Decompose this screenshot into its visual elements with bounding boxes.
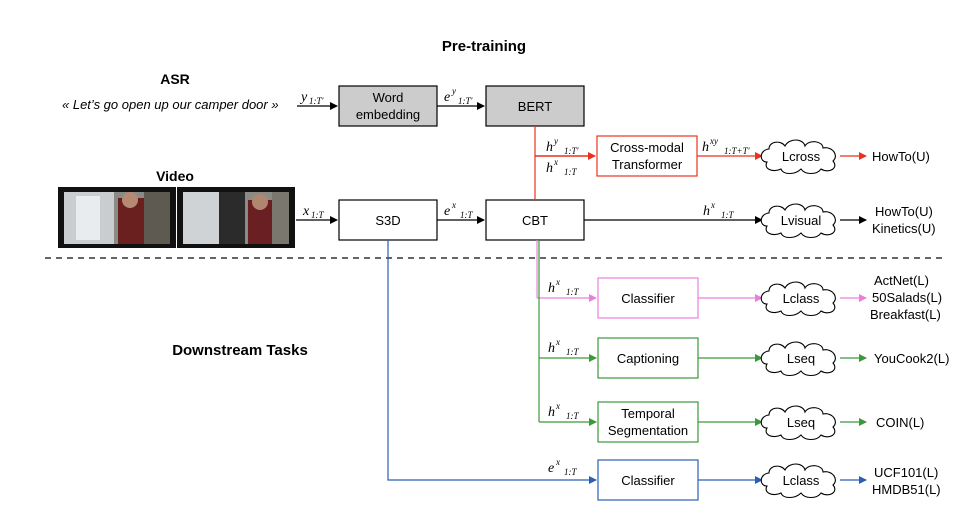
bert-box: BERT — [485, 85, 585, 127]
symbol-ey-base: e — [444, 90, 450, 105]
symbol-x: x 1:T — [302, 204, 324, 220]
symbol-hx-red-base: h — [546, 161, 553, 176]
word-embedding-label-1: Word — [373, 90, 404, 105]
symbol-hx-visual-base: h — [703, 204, 710, 219]
symbol-ex-blue-sub: 1:T — [564, 467, 577, 477]
classifier-pink-label: Classifier — [621, 291, 675, 306]
word-embedding-box: Word embedding — [338, 85, 438, 127]
temporal-segmentation-box: Temporal Segmentation — [597, 401, 699, 443]
symbol-hx-visual-sub: 1:T — [721, 210, 734, 220]
symbol-ex-blue-sup: x — [555, 457, 560, 467]
symbol-hxy-base: h — [702, 140, 709, 155]
symbol-hxy: h xy 1:T+T′ — [702, 136, 751, 156]
temporal-seg-label-2: Segmentation — [608, 423, 688, 438]
classifier-blue-box: Classifier — [597, 459, 699, 501]
word-embedding-label-2: embedding — [356, 107, 420, 122]
loss-class-pink-label: Lclass — [783, 291, 820, 306]
symbol-y-base: y — [299, 90, 308, 105]
loss-cloud-class-blue: Lclass — [760, 463, 836, 499]
blue-connector — [387, 240, 597, 484]
cross-modal-label-1: Cross-modal — [610, 140, 684, 155]
output-blue-2: HMDB51(L) — [872, 482, 941, 497]
symbol-y-asr: y 1:T′ — [299, 90, 325, 106]
loss-cloud-visual: Lvisual — [760, 203, 836, 239]
symbol-hy: h y 1:T′ — [546, 136, 580, 156]
video-frames — [58, 187, 295, 248]
symbol-hx-pink-sup: x — [555, 277, 560, 287]
output-pink-1: ActNet(L) — [874, 273, 929, 288]
cross-modal-label-2: Transformer — [612, 157, 683, 172]
loss-class-blue-label: Lclass — [783, 473, 820, 488]
symbol-ey-sub: 1:T′ — [458, 96, 474, 106]
captioning-label: Captioning — [617, 351, 679, 366]
output-visual-1: HowTo(U) — [875, 204, 933, 219]
output-captioning-1: YouCook2(L) — [874, 351, 949, 366]
symbol-hxy-sup: xy — [709, 136, 718, 146]
symbol-hy-base: h — [546, 140, 553, 155]
symbol-ey-sup: y — [451, 86, 456, 96]
s3d-label: S3D — [375, 213, 400, 228]
output-cross-1: HowTo(U) — [872, 149, 930, 164]
classifier-blue-label: Classifier — [621, 473, 675, 488]
symbol-hx-visual-sup: x — [710, 200, 715, 210]
symbol-hy-sub: 1:T′ — [564, 146, 580, 156]
cbt-label: CBT — [522, 213, 548, 228]
output-pink-3: Breakfast(L) — [870, 307, 941, 322]
symbol-x-sub: 1:T — [311, 210, 324, 220]
bert-label: BERT — [518, 99, 552, 114]
loss-cloud-seq-temporal: Lseq — [760, 405, 836, 441]
loss-cross-label: Lcross — [782, 149, 821, 164]
symbol-ex: e x 1:T — [444, 200, 473, 220]
cross-modal-transformer-box: Cross-modal Transformer — [596, 135, 698, 177]
symbol-hx-pink: h x 1:T — [548, 277, 579, 297]
symbol-hy-sup: y — [553, 136, 558, 146]
symbol-ex-blue-base: e — [548, 461, 554, 476]
symbol-hx-pink-sub: 1:T — [566, 287, 579, 297]
loss-cloud-class-pink: Lclass — [760, 281, 836, 317]
symbol-hx-captioning-sup: x — [555, 337, 560, 347]
output-temporal-1: COIN(L) — [876, 415, 924, 430]
cbt-box: CBT — [485, 199, 585, 241]
asr-sentence: « Let’s go open up our camper door » — [62, 97, 279, 112]
symbol-ex-sub: 1:T — [460, 210, 473, 220]
symbol-hx-red-sup: x — [553, 157, 558, 167]
heading-video: Video — [156, 168, 194, 184]
symbol-ey: e y 1:T′ — [444, 86, 474, 106]
symbol-ex-blue: e x 1:T — [548, 457, 577, 477]
symbol-hx-captioning-base: h — [548, 341, 555, 356]
symbol-x-base: x — [302, 204, 310, 219]
symbol-hx-red-sub: 1:T — [564, 167, 577, 177]
loss-cloud-cross: Lcross — [760, 139, 836, 175]
symbol-hx-temporal-sup: x — [555, 401, 560, 411]
symbol-hx-pink-base: h — [548, 281, 555, 296]
loss-cloud-seq-captioning: Lseq — [760, 341, 836, 377]
symbol-hx-temporal-sub: 1:T — [566, 411, 579, 421]
output-pink-2: 50Salads(L) — [872, 290, 942, 305]
symbol-hx-visual: h x 1:T — [703, 200, 734, 220]
symbol-hx-temporal-base: h — [548, 405, 555, 420]
heading-pretraining: Pre-training — [442, 38, 526, 55]
symbol-hx-captioning-sub: 1:T — [566, 347, 579, 357]
s3d-box: S3D — [338, 199, 438, 241]
classifier-pink-box: Classifier — [597, 277, 699, 319]
temporal-seg-label-1: Temporal — [621, 406, 675, 421]
symbol-hxy-sub: 1:T+T′ — [724, 146, 751, 156]
symbol-y-sub: 1:T′ — [309, 96, 325, 106]
loss-seq-temporal-label: Lseq — [787, 415, 815, 430]
heading-downstream: Downstream Tasks — [172, 342, 308, 359]
symbol-ex-base: e — [444, 204, 450, 219]
symbol-hx-temporal: h x 1:T — [548, 401, 579, 421]
output-blue-1: UCF101(L) — [874, 465, 938, 480]
heading-asr: ASR — [160, 71, 190, 87]
symbol-ex-sup: x — [451, 200, 456, 210]
loss-visual-label: Lvisual — [781, 213, 822, 228]
output-visual-2: Kinetics(U) — [872, 221, 936, 236]
symbol-hx-red: h x 1:T — [546, 157, 577, 177]
captioning-box: Captioning — [597, 337, 699, 379]
symbol-hx-captioning: h x 1:T — [548, 337, 579, 357]
loss-seq-captioning-label: Lseq — [787, 351, 815, 366]
